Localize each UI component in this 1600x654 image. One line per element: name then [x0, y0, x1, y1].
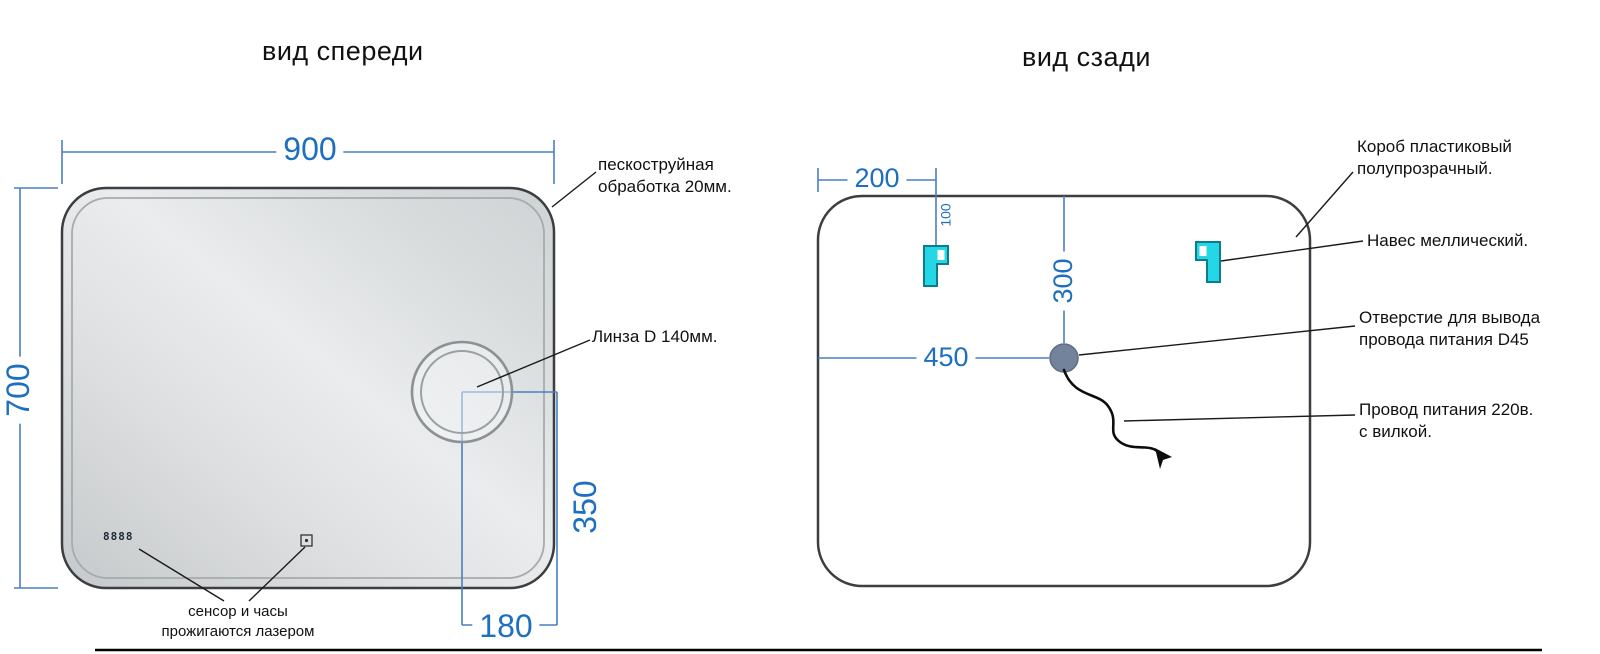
cable-label: Провод питания 220в. с вилкой.: [1359, 400, 1534, 441]
dimension-width-900: 900: [276, 133, 344, 167]
cable-hole-icon: [1049, 343, 1079, 373]
dimension-hanger-top-100: 100: [937, 203, 954, 227]
back-view-title: вид сзади: [1022, 42, 1151, 72]
dimension-lens-right-180: 180: [472, 610, 540, 644]
leader-line-cable: [1123, 414, 1356, 422]
mirror-front-outline: [60, 186, 556, 590]
leader-line-edge-treatment: [551, 171, 597, 208]
hole-label: Отверстие для вывода провода питания D45: [1359, 308, 1541, 349]
dimension-lens-bottom-350: 350: [567, 480, 604, 534]
dimension-hole-left-450: 450: [916, 342, 976, 371]
power-cable: [1062, 368, 1159, 453]
edge-treatment-label: пескоструйная обработка 20мм.: [598, 155, 732, 196]
hanger-right-icon: [1195, 241, 1221, 283]
leader-line-sensor: [248, 546, 306, 602]
lens-circle-inner: [420, 350, 504, 434]
plastic-box-label: Короб пластиковый полупрозрачный.: [1357, 137, 1512, 178]
lens-circle-outer: [410, 340, 514, 444]
front-view-title: вид спереди: [262, 36, 424, 66]
dimension-hole-top-300: 300: [1048, 251, 1078, 311]
dimension-left-200: 200: [847, 163, 907, 192]
leader-line-lens: [476, 339, 591, 388]
leader-line-hanger: [1220, 240, 1364, 262]
leader-line-hole: [1078, 325, 1356, 356]
dimension-height-700: 700: [0, 356, 36, 424]
touch-sensor-dot: [304, 538, 309, 543]
hanger-label: Навес меллический.: [1367, 231, 1529, 250]
sensor-clock-label: сенсор и часы прожигаются лазером: [161, 603, 315, 641]
leader-line-plastic-box: [1295, 171, 1354, 238]
leader-line-clock: [138, 548, 225, 602]
mirror-front-inner-edge: [71, 197, 545, 579]
lens-label: Линза D 140мм.: [592, 327, 718, 346]
touch-sensor-icon: [300, 534, 313, 547]
power-plug-icon: [1155, 448, 1172, 469]
digital-clock-display: 8888: [103, 530, 134, 543]
hanger-left-icon: [923, 245, 949, 287]
